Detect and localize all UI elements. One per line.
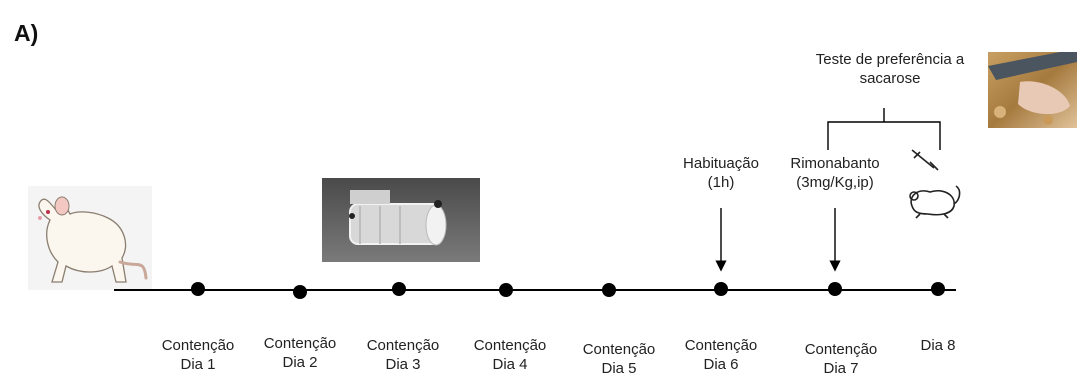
day-label-8: Dia 8 <box>920 337 956 354</box>
sucrose-test-label: Teste de preferência a sacarose <box>815 51 965 87</box>
day-marker <box>191 282 205 296</box>
mouse-injection-icon <box>909 149 961 219</box>
sucrose-test-bracket <box>827 108 941 150</box>
day-marker <box>293 285 307 299</box>
day-markers <box>191 282 945 299</box>
day-marker <box>499 283 513 297</box>
day-marker <box>392 282 406 296</box>
day-marker <box>931 282 945 296</box>
panel-label: A) <box>14 20 39 46</box>
day-marker <box>602 283 616 297</box>
rat-illustration <box>28 186 152 290</box>
restraint-tube-photo <box>322 178 480 262</box>
sucrose-bottle-photo <box>988 52 1077 128</box>
day-marker <box>828 282 842 296</box>
day-marker <box>714 282 728 296</box>
habituation-label: Habituação (1h) <box>683 155 759 191</box>
rimonabant-label: Rimonabanto (3mg/Kg,ip) <box>790 155 880 191</box>
